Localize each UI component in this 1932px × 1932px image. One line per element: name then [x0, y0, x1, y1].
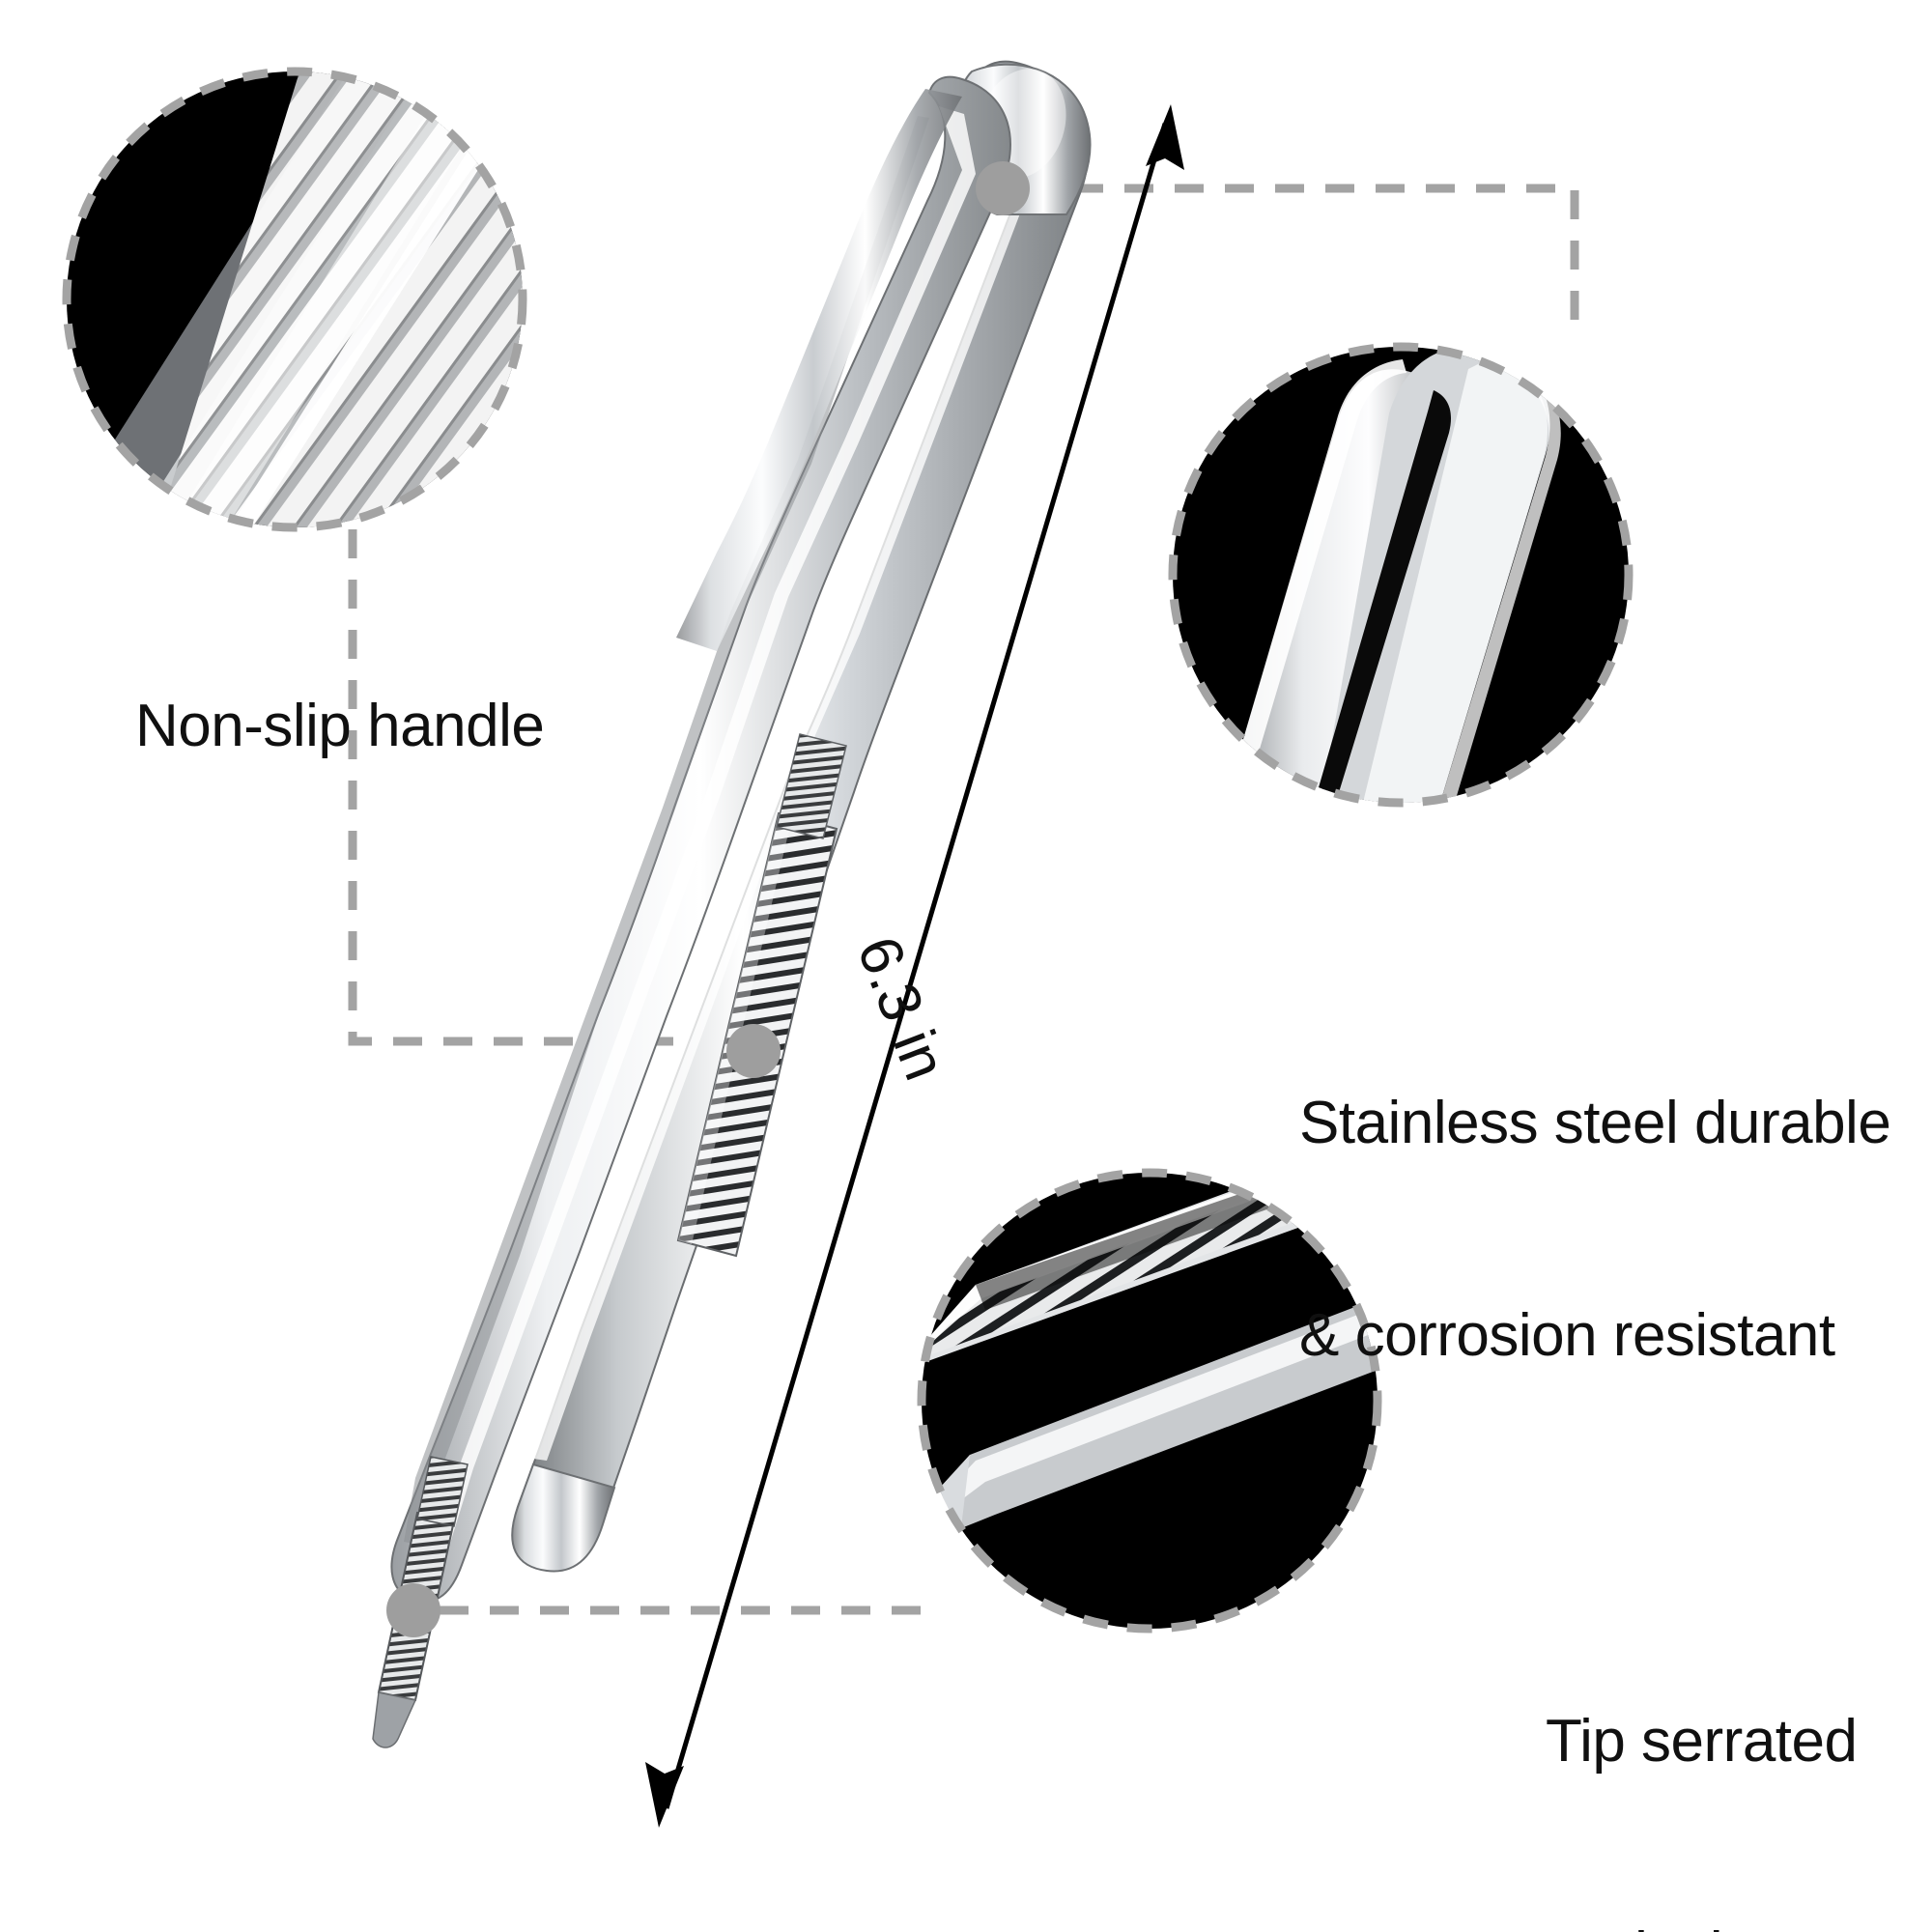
connector-dot-icon — [386, 1583, 440, 1637]
connector-dot-icon — [976, 161, 1030, 215]
tweezer-arm-left-highlight — [435, 106, 976, 1549]
connector-dot-icon — [726, 1024, 781, 1078]
dimension-arrow — [645, 104, 1184, 1828]
tweezer-arm-right-foot — [511, 1463, 616, 1573]
tweezer-tip-end — [372, 1691, 417, 1748]
arrowhead-bottom — [645, 1762, 684, 1828]
callout-label-stainless-line2: & corrosion resistant — [1299, 1301, 1835, 1369]
callout-circle-non-slip-handle — [62, 67, 527, 532]
callout-label-tip-serrated: Tip serrated design — [1546, 1565, 1858, 1932]
callout-label-stainless-line1: Stainless steel durable — [1299, 1090, 1891, 1157]
callout-circle-stainless-steel — [1168, 342, 1634, 808]
tweezer-arm-right-highlight — [533, 95, 1037, 1461]
handle-serration-upper — [776, 733, 847, 839]
magnifier-circle-icon — [62, 67, 527, 532]
tweezer-neck-left — [676, 89, 962, 651]
arrowhead-top — [1146, 104, 1184, 170]
callout-label-non-slip-handle: Non-slip handle — [135, 693, 545, 759]
callout-label-tip-line2: design — [1546, 1918, 1858, 1932]
callout-label-stainless-steel: Stainless steel durable & corrosion resi… — [1299, 947, 1891, 1512]
magnifier-circle-icon — [1168, 342, 1634, 808]
magnifier-circle-icon — [917, 1168, 1382, 1634]
callout-label-tip-line1: Tip serrated — [1546, 1708, 1858, 1776]
connector-dots — [386, 161, 1030, 1637]
